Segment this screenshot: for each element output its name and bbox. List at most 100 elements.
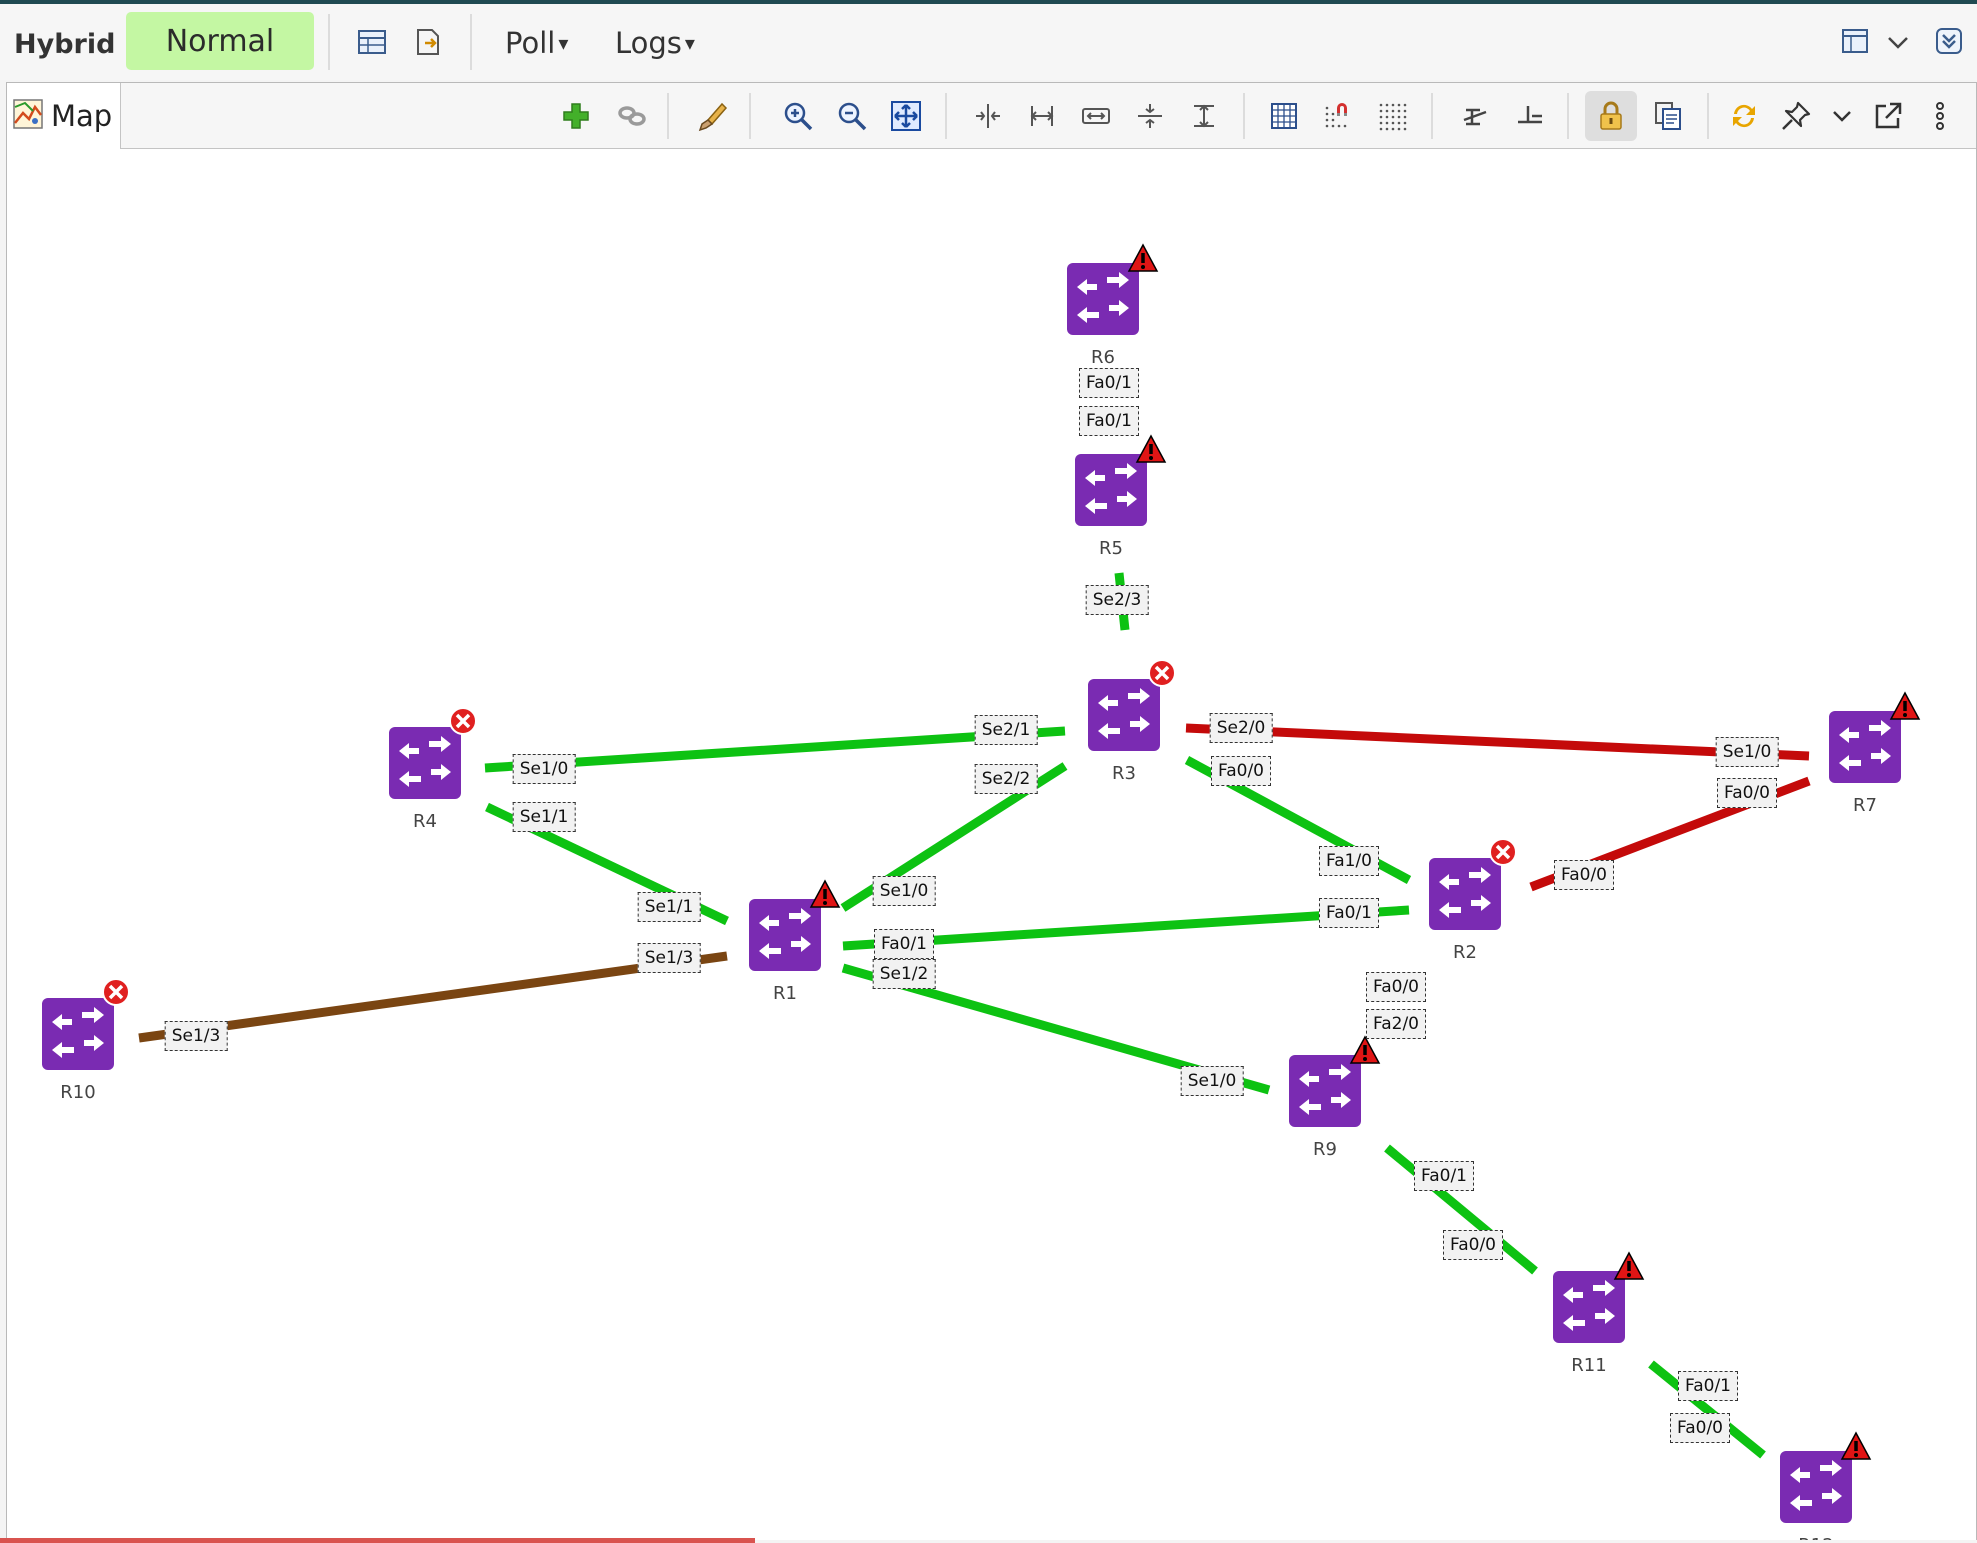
add-icon[interactable] bbox=[555, 95, 597, 137]
distribute-h-icon[interactable] bbox=[1021, 95, 1063, 137]
interface-label: Fa0/0 bbox=[1670, 1413, 1730, 1443]
node-label: R11 bbox=[1571, 1355, 1606, 1376]
interface-label: Se1/0 bbox=[512, 754, 576, 784]
interface-label: Fa0/0 bbox=[1717, 778, 1777, 808]
link-icon[interactable] bbox=[611, 95, 653, 137]
interface-label: Fa0/0 bbox=[1443, 1230, 1503, 1260]
interface-label: Se1/1 bbox=[637, 892, 701, 922]
interface-label: Se2/2 bbox=[974, 764, 1038, 794]
node-label: R3 bbox=[1112, 763, 1136, 784]
chevron-down-icon[interactable] bbox=[1821, 95, 1863, 137]
router-icon bbox=[1067, 263, 1139, 335]
router-icon bbox=[749, 899, 821, 971]
copy-icon[interactable] bbox=[1647, 95, 1689, 137]
link-r10-r1[interactable] bbox=[138, 951, 728, 1043]
toolbar-separator bbox=[1707, 93, 1709, 139]
strike-link-icon[interactable] bbox=[1455, 95, 1497, 137]
router-icon bbox=[1075, 454, 1147, 526]
interface-label: Se1/3 bbox=[164, 1021, 228, 1051]
router-node-r12[interactable] bbox=[1780, 1451, 1852, 1523]
align-h-center-icon[interactable] bbox=[967, 95, 1009, 137]
router-node-r6[interactable] bbox=[1067, 263, 1139, 335]
warning-icon bbox=[809, 879, 841, 908]
router-node-r3[interactable] bbox=[1088, 679, 1160, 751]
collapse-icon[interactable] bbox=[1932, 24, 1966, 58]
link-r3-r7[interactable] bbox=[1185, 723, 1810, 761]
router-node-r10[interactable] bbox=[42, 998, 114, 1070]
map-icon bbox=[13, 99, 43, 133]
toolbar-separator bbox=[1431, 93, 1433, 139]
router-node-r5[interactable] bbox=[1075, 454, 1147, 526]
logs-menu-label: Logs bbox=[615, 26, 682, 60]
warning-icon bbox=[1349, 1035, 1381, 1064]
layout-icon[interactable] bbox=[1838, 24, 1872, 58]
distribute-v-icon[interactable] bbox=[1183, 95, 1225, 137]
zoom-out-icon[interactable] bbox=[831, 95, 873, 137]
node-label: R1 bbox=[773, 983, 797, 1004]
poll-menu[interactable]: Poll▾ bbox=[505, 22, 568, 64]
interface-label: Se1/1 bbox=[512, 802, 576, 832]
toolbar-separator bbox=[667, 93, 669, 139]
open-external-icon[interactable] bbox=[1867, 95, 1909, 137]
map-panel: Map bbox=[6, 82, 1977, 1540]
router-node-r1[interactable] bbox=[749, 899, 821, 971]
router-node-r7[interactable] bbox=[1829, 711, 1901, 783]
main-toolbar: Hybrid Normal Poll▾ Logs▾ bbox=[0, 4, 1977, 80]
interface-label: Fa0/1 bbox=[1678, 1371, 1738, 1401]
router-icon bbox=[1429, 858, 1501, 930]
align-h-edges-icon[interactable] bbox=[1075, 95, 1117, 137]
error-icon bbox=[102, 978, 130, 1006]
link-r11-r12[interactable] bbox=[1648, 1360, 1766, 1459]
interface-label: Fa0/1 bbox=[1079, 406, 1139, 436]
refresh-icon[interactable] bbox=[1723, 95, 1765, 137]
topology-map-canvas[interactable]: R6R5R3R4R7R2R1R10R9R11R12 Fa0/1Fa0/1Se2/… bbox=[7, 150, 1976, 1540]
node-label: R12 bbox=[1798, 1535, 1833, 1540]
router-node-r11[interactable] bbox=[1553, 1271, 1625, 1343]
grid-icon[interactable] bbox=[1263, 95, 1305, 137]
logs-menu[interactable]: Logs▾ bbox=[615, 22, 695, 64]
switch-arrows-icon bbox=[1299, 1064, 1351, 1115]
interface-label: Se2/0 bbox=[1209, 713, 1273, 743]
switch-arrows-icon bbox=[1098, 688, 1150, 739]
brush-icon[interactable] bbox=[691, 95, 733, 137]
pin-icon[interactable] bbox=[1775, 95, 1817, 137]
chevron-down-icon: ▾ bbox=[684, 31, 695, 55]
interface-label: Fa0/0 bbox=[1211, 756, 1271, 786]
router-node-r4[interactable] bbox=[389, 727, 461, 799]
switch-arrows-icon bbox=[1839, 720, 1891, 771]
router-icon bbox=[1088, 679, 1160, 751]
interface-label: Se1/0 bbox=[1180, 1066, 1244, 1096]
router-node-r2[interactable] bbox=[1429, 858, 1501, 930]
lock-icon[interactable] bbox=[1585, 91, 1637, 141]
chevron-down-icon[interactable] bbox=[1882, 28, 1914, 58]
link-r4-r3[interactable] bbox=[484, 726, 1066, 773]
export-report-icon[interactable] bbox=[410, 24, 446, 60]
link-r9-r11[interactable] bbox=[1384, 1144, 1538, 1275]
title-strip bbox=[0, 0, 1977, 4]
snap-magnet-icon[interactable] bbox=[1317, 95, 1359, 137]
link-r1-r2[interactable] bbox=[842, 905, 1410, 951]
interface-label: Se1/0 bbox=[1715, 737, 1779, 767]
toolbar-separator bbox=[470, 14, 472, 70]
fit-icon[interactable] bbox=[885, 95, 927, 137]
table-view-icon[interactable] bbox=[354, 24, 390, 60]
interface-label: Fa0/0 bbox=[1554, 860, 1614, 890]
switch-arrows-icon bbox=[1790, 1460, 1842, 1511]
router-node-r9[interactable] bbox=[1289, 1055, 1361, 1127]
error-icon bbox=[1148, 659, 1176, 687]
zoom-in-icon[interactable] bbox=[777, 95, 819, 137]
router-icon bbox=[1780, 1451, 1852, 1523]
align-v-center-icon[interactable] bbox=[1129, 95, 1171, 137]
error-icon bbox=[449, 707, 477, 735]
poll-menu-label: Poll bbox=[505, 26, 556, 60]
router-icon bbox=[1289, 1055, 1361, 1127]
switch-arrows-icon bbox=[759, 908, 811, 959]
dotted-grid-icon[interactable] bbox=[1371, 95, 1413, 137]
more-icon[interactable] bbox=[1919, 95, 1961, 137]
bottom-align-icon[interactable] bbox=[1509, 95, 1551, 137]
tab-map[interactable]: Map bbox=[7, 83, 121, 149]
status-strip bbox=[0, 1538, 755, 1543]
interface-label: Fa0/0 bbox=[1366, 972, 1426, 1002]
switch-arrows-icon bbox=[1085, 463, 1137, 514]
mode-normal-button[interactable]: Normal bbox=[126, 12, 314, 70]
